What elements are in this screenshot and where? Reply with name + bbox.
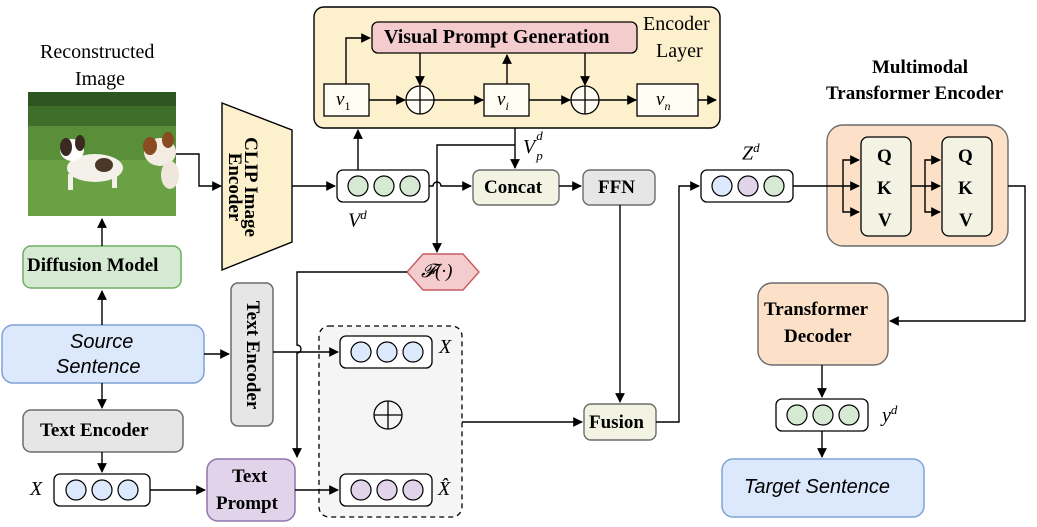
v2-block-label: V <box>959 210 973 231</box>
text-encoder-bottom-box <box>22 409 184 453</box>
xhat-vector <box>339 473 433 507</box>
concat-box <box>472 169 560 206</box>
diffusion-model-label: Diffusion Model <box>27 255 159 276</box>
vn-box <box>636 83 699 117</box>
decoder-line2: Decoder <box>784 326 852 347</box>
k2-label: K <box>958 178 973 199</box>
text-encoder-bottom-label: Text Encoder <box>40 420 149 441</box>
ffn-label: FFN <box>598 177 635 198</box>
xhat-vector-label: X̂ <box>438 478 451 500</box>
vd-label: Vd <box>348 207 367 232</box>
text-encoder-vertical-box <box>230 282 274 427</box>
fusion-label: Fusion <box>589 412 644 433</box>
v1-label: v1 <box>336 89 351 113</box>
concat-label: Concat <box>484 177 543 198</box>
ffn-box <box>582 169 656 206</box>
multimodal-title-line1: Multimodal <box>872 57 969 78</box>
vi-label: vi <box>497 89 509 113</box>
image-caption-line2: Image <box>75 68 125 90</box>
vn-label: vn <box>656 89 671 113</box>
yd-vector <box>775 398 869 432</box>
text-encoder-vertical-label: Text Encoder <box>242 300 263 410</box>
target-sentence-box <box>721 458 925 518</box>
decoder-line1: Transformer <box>764 299 869 320</box>
f-function-label: 𝓕(·) <box>421 261 453 282</box>
multimodal-title-line2: Transformer Encoder <box>826 83 1004 104</box>
vd-vector <box>336 169 430 203</box>
target-sentence-label: Target Sentence <box>744 476 891 498</box>
source-sentence-line2: Sentence <box>56 356 141 378</box>
transformer-decoder-box <box>757 282 889 366</box>
oplus-1-icon <box>405 85 435 115</box>
q1-label: Q <box>877 146 892 167</box>
text-prompt-line1: Text <box>232 466 268 487</box>
encoder-layer-title-line1: Encoder <box>643 13 710 35</box>
f-function-shape <box>406 253 480 291</box>
v1-block-label: V <box>878 210 892 231</box>
k1-label: K <box>877 178 892 199</box>
zd-label: Zd <box>742 140 760 165</box>
text-prompt-line2: Prompt <box>216 493 278 514</box>
q2-label: Q <box>958 146 973 167</box>
yd-label: yd <box>882 402 898 427</box>
source-sentence-line1: Source <box>70 331 134 353</box>
x-input-label: X <box>30 478 43 500</box>
image-caption-line1: Reconstructed <box>40 41 155 63</box>
oplus-2-icon <box>570 85 600 115</box>
zd-vector <box>700 169 794 203</box>
encoder-layer-title-line2: Layer <box>656 40 703 62</box>
x-input-vector <box>53 473 151 507</box>
x-vector-label: X <box>439 336 452 358</box>
x-vector <box>339 335 433 369</box>
visual-prompt-generation-label: Visual Prompt Generation <box>384 26 610 48</box>
visual-prompt-generation-box <box>371 21 638 54</box>
qkv-block-2 <box>941 136 993 237</box>
clip-encoder-line2: Encoder <box>224 152 245 222</box>
oplus-center-icon <box>373 400 403 430</box>
clip-image-encoder-shape <box>221 101 293 272</box>
reconstructed-image <box>28 92 179 216</box>
connection-arrows <box>97 128 1026 495</box>
